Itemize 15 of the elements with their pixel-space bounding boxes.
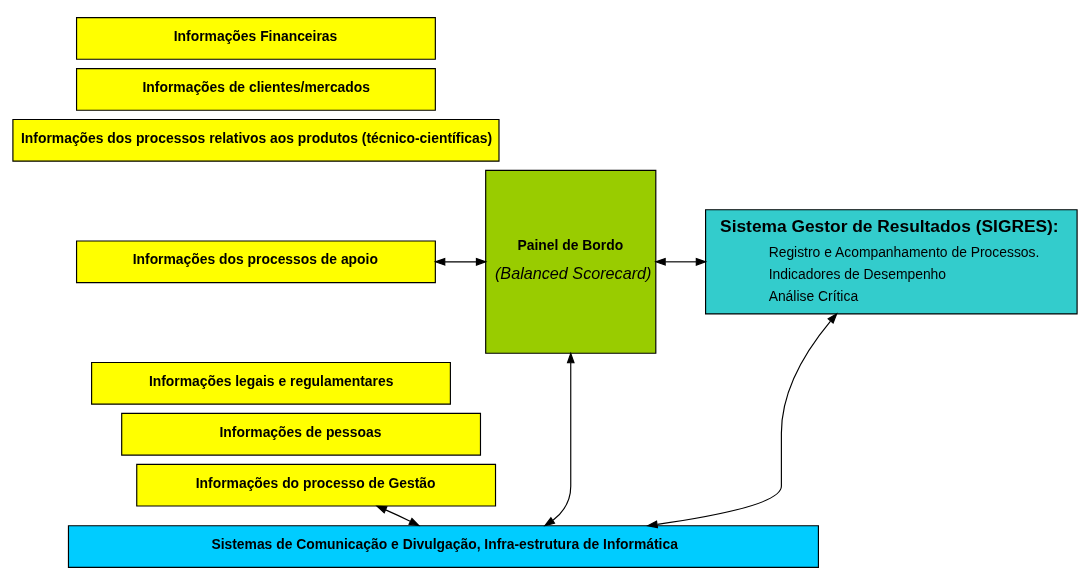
node-box: Sistemas de Comunicação e Divulgação, Infra-estrutura de Informática [67, 525, 819, 568]
arrow [654, 257, 708, 266]
arrow [375, 505, 421, 527]
node-box: Sistema Gestor de Resultados (SIGRES): Registro e Acompanhamento de Processos. Indicadores de Desempenho Análise Crítica [705, 209, 1078, 315]
node-box: Informações dos processos relativos aos produtos (técnico-científicas) [12, 118, 500, 162]
arrow [646, 312, 838, 529]
node-box: Informações dos processos de apoio [76, 240, 436, 284]
node-box: Informações do processo de Gestão [136, 463, 497, 507]
node-box: Informações de clientes/mercados [76, 67, 436, 111]
node-box: Informações de pessoas [121, 412, 482, 456]
node-box: Informações Financeiras [76, 17, 436, 60]
arrow [543, 351, 575, 527]
arrow [433, 257, 488, 266]
node-box: Painel de Bordo (Balanced Scorecard) [485, 169, 657, 354]
node-box: Informações legais e regulamentares [91, 361, 451, 405]
